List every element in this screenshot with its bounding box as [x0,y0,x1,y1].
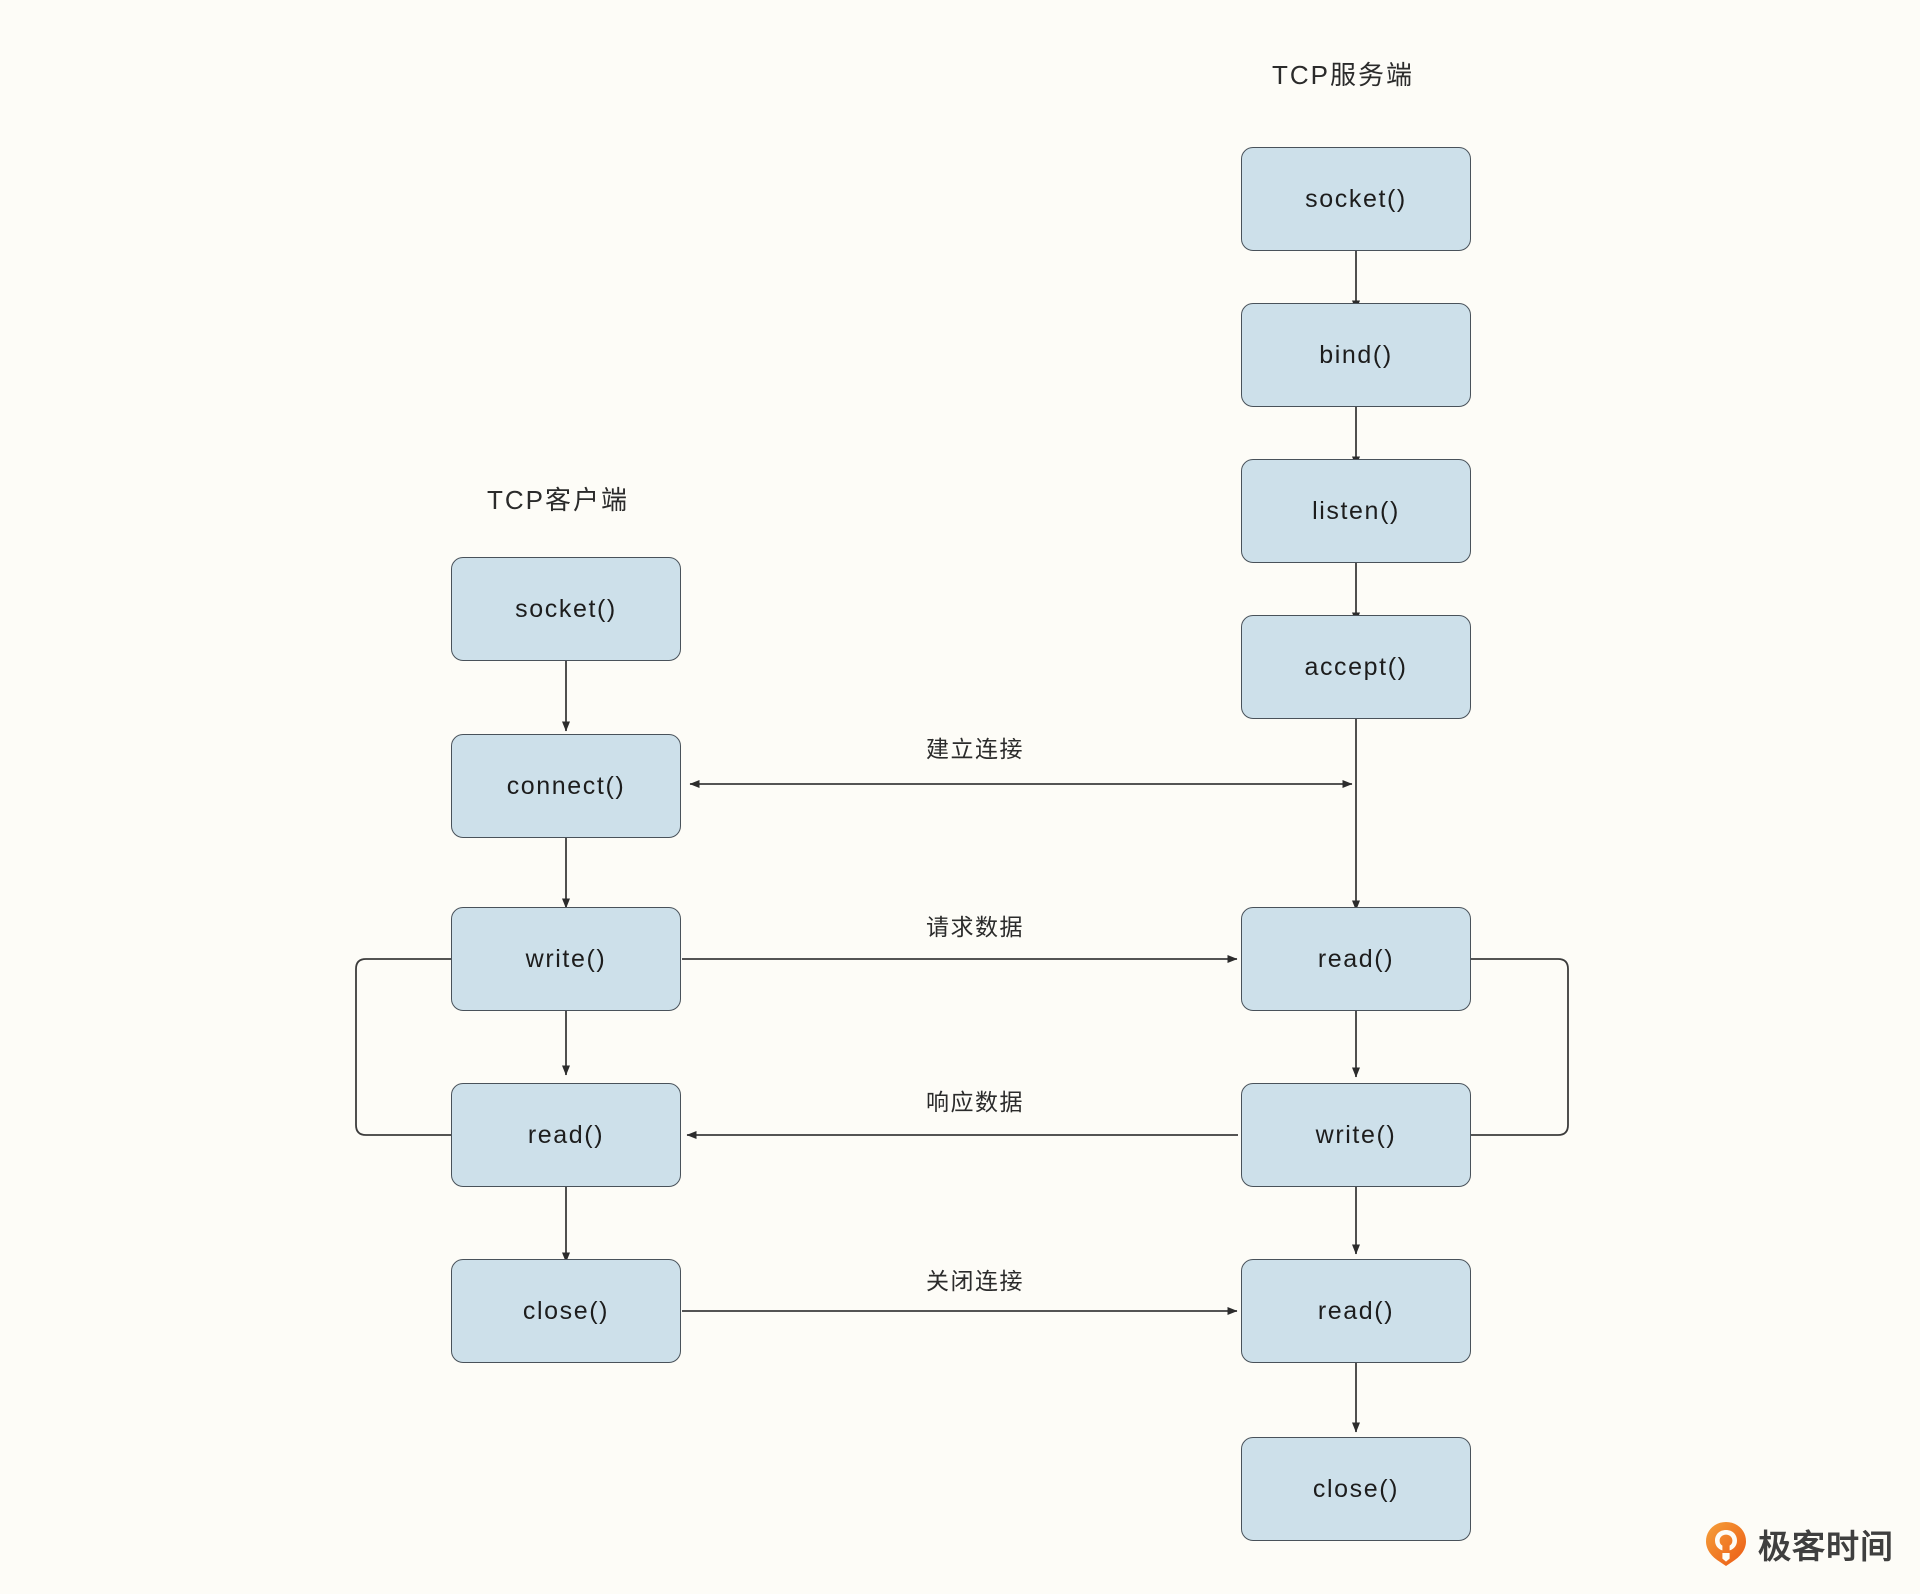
node-client-close[interactable]: close() [451,1259,681,1363]
node-server-read-1[interactable]: read() [1241,907,1471,1011]
node-client-connect[interactable]: connect() [451,734,681,838]
watermark-text: 极客时间 [1758,1528,1894,1565]
node-server-listen[interactable]: listen() [1241,459,1471,563]
node-client-write[interactable]: write() [451,907,681,1011]
edge-label-close-connection: 关闭连接 [926,1268,1024,1294]
node-server-bind[interactable]: bind() [1241,303,1471,407]
node-server-socket[interactable]: socket() [1241,147,1471,251]
edge-label-establish-connection: 建立连接 [926,736,1024,762]
edge-client-loop [355,955,546,1136]
watermark: 极客时间 [1704,1520,1894,1568]
geekbang-logo-icon [1706,1522,1746,1566]
edge-label-response-data: 响应数据 [926,1089,1024,1115]
title-client: TCP客户端 [487,485,630,515]
node-client-socket[interactable]: socket() [451,557,681,661]
node-server-write[interactable]: write() [1241,1083,1471,1187]
title-server: TCP服务端 [1272,60,1415,90]
node-server-accept[interactable]: accept() [1241,615,1471,719]
node-server-close[interactable]: close() [1241,1437,1471,1541]
node-client-read[interactable]: read() [451,1083,681,1187]
edge-label-request-data: 请求数据 [926,914,1024,940]
edge-server-loop [1376,955,1569,1136]
node-server-read-2[interactable]: read() [1241,1259,1471,1363]
